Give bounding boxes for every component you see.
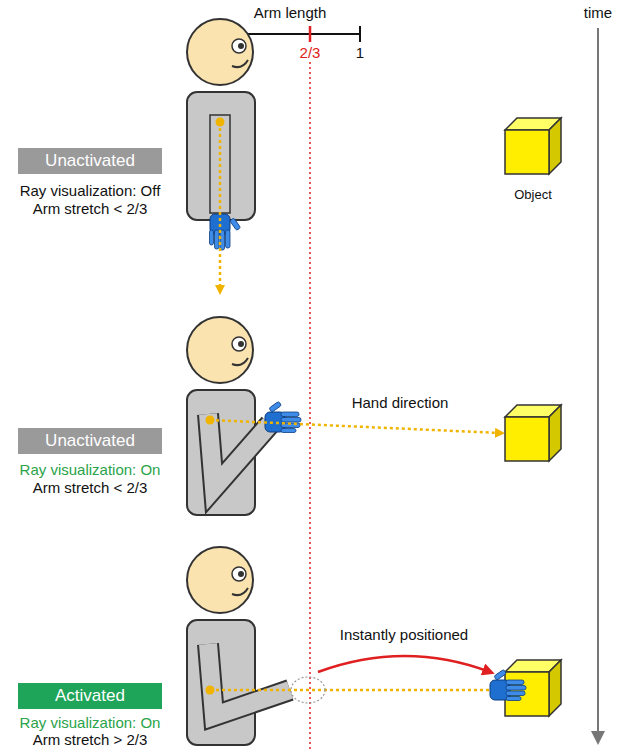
state-box: Activated	[18, 683, 162, 709]
state-note: Ray visualization: On	[20, 714, 161, 731]
axis-title: Arm length	[254, 4, 327, 21]
object-label: Object	[514, 186, 552, 203]
state-note: Arm stretch < 2/3	[33, 479, 148, 496]
ray-label: Hand direction	[352, 394, 449, 411]
axis-title: time	[584, 4, 612, 21]
state-box: Unactivated	[18, 428, 162, 454]
state-note: Arm stretch > 2/3	[33, 731, 148, 748]
state-label: Activated	[55, 686, 125, 705]
state-label: Unactivated	[45, 431, 135, 450]
tick-label: 1	[356, 44, 364, 61]
action-label: Instantly positioned	[340, 626, 468, 643]
tick-label: 2/3	[300, 44, 321, 61]
state-label: Unactivated	[45, 151, 135, 170]
state-note: Ray visualization: Off	[20, 182, 161, 199]
state-box: Unactivated	[18, 148, 162, 174]
state-note: Ray visualization: On	[20, 461, 161, 478]
state-note: Arm stretch < 2/3	[33, 200, 148, 217]
